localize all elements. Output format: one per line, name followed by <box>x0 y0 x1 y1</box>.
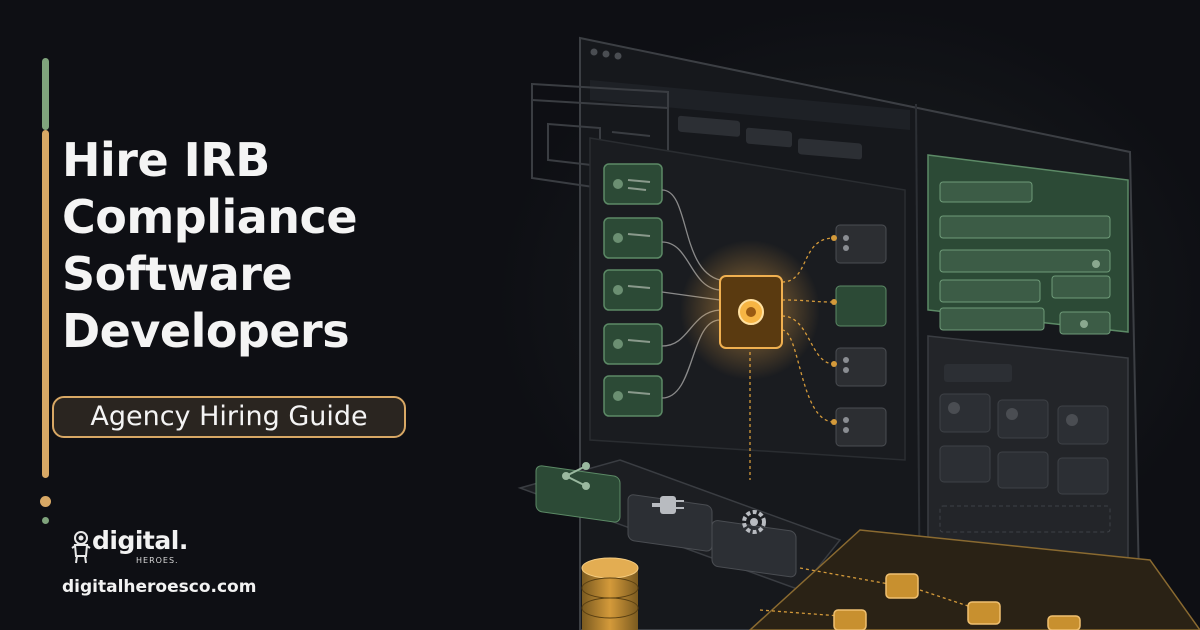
hero-mascot-icon <box>71 531 91 564</box>
dashboard-illustration <box>517 36 1200 630</box>
title-line-3: Software <box>62 247 293 301</box>
plug-icon <box>652 496 684 514</box>
logo-wordmark: digital. <box>92 526 188 555</box>
workflow-output-nodes <box>831 224 887 447</box>
accent-dot-green <box>42 517 49 524</box>
network-icon <box>562 462 590 490</box>
workflow-input-nodes <box>603 163 663 417</box>
subtitle-badge: Agency Hiring Guide <box>52 396 406 438</box>
accent-bar-orange <box>42 130 49 478</box>
tool-tray <box>517 459 842 591</box>
chip-icon <box>680 240 820 380</box>
flow-panel <box>748 529 1200 630</box>
database-icon <box>581 557 639 630</box>
gear-icon <box>742 510 766 534</box>
title-line-1: Hire IRB <box>62 133 270 187</box>
form-panel <box>927 154 1129 335</box>
title-line-2: Compliance <box>62 190 358 244</box>
brand-logo: digital. HEROES. <box>70 526 250 570</box>
accent-bar-green <box>42 58 49 130</box>
accent-dot-orange <box>40 496 51 507</box>
title-line-4: Developers <box>62 304 350 358</box>
website-url: digitalheroesco.com <box>62 577 257 597</box>
logo-subtext: HEROES. <box>136 556 179 565</box>
page-title: Hire IRB Compliance Software Developers <box>62 132 358 360</box>
